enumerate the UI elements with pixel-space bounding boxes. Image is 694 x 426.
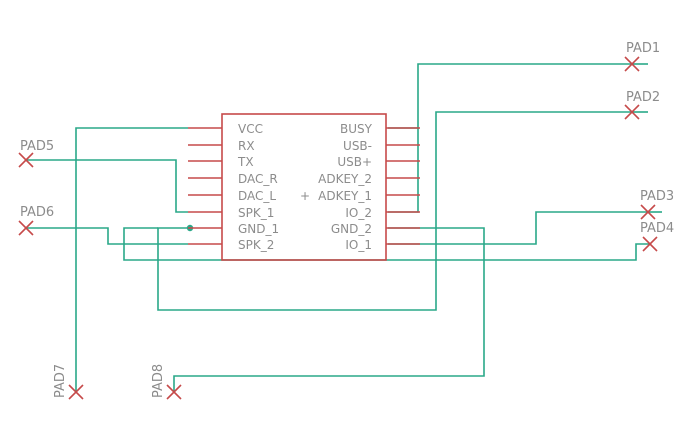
left-pin-lines [188, 127, 222, 245]
pin-label-vcc: VCC [238, 122, 263, 136]
wire-busy-pad1[interactable] [388, 63, 632, 129]
pad2-label: PAD2 [626, 90, 660, 105]
wire-gnd2-pad8[interactable] [173, 227, 485, 392]
pad6-cross-icon [18, 220, 34, 236]
pad6-label: PAD6 [20, 205, 54, 220]
pin-label-usb-plus: USB+ [337, 155, 372, 169]
pin-label-io-2: IO_2 [345, 206, 372, 220]
pin-label-tx: TX [237, 155, 254, 169]
pin-label-dac-r: DAC_R [238, 172, 278, 186]
pad7-cross-icon [68, 384, 84, 400]
pad1-label: PAD1 [626, 41, 660, 56]
pad1[interactable]: PAD1 [624, 41, 660, 72]
wire-pad6-spk2[interactable] [26, 227, 188, 245]
pin-label-spk-2: SPK_2 [238, 238, 274, 252]
chip-body[interactable] [221, 113, 387, 261]
right-pin-lines [386, 127, 420, 245]
wire-gnd1-pad2[interactable] [157, 111, 632, 311]
wire-vcc-pad7[interactable] [75, 127, 188, 392]
pin-label-adkey-1: ADKEY_1 [318, 189, 372, 203]
pad6[interactable]: PAD6 [18, 205, 54, 236]
pad4-cross-icon [642, 236, 658, 252]
pad1-cross-icon [624, 56, 640, 72]
pad8-cross-icon [166, 384, 182, 400]
pad7-label: PAD7 [53, 364, 68, 398]
pad7[interactable]: PAD7 [53, 364, 84, 400]
pad8-label: PAD8 [151, 364, 166, 398]
pad3-label: PAD3 [640, 189, 674, 204]
chip[interactable]: VCC RX TX DAC_R DAC_L SPK_1 GND_1 SPK_2 … [188, 113, 420, 261]
pad2[interactable]: PAD2 [624, 90, 660, 120]
pad3[interactable]: PAD3 [640, 189, 674, 220]
pad4-label: PAD4 [640, 221, 674, 236]
wire-io1-pad3[interactable] [388, 211, 648, 245]
pad3-cross-icon [640, 204, 656, 220]
origin-mark: + [300, 189, 310, 203]
pad5-cross-icon [18, 152, 34, 168]
pad5[interactable]: PAD5 [18, 139, 54, 168]
pad2-cross-icon [624, 104, 640, 120]
pad4[interactable]: PAD4 [640, 221, 674, 252]
pin-label-rx: RX [238, 139, 255, 153]
pin-label-spk-1: SPK_1 [238, 206, 274, 220]
pin-label-adkey-2: ADKEY_2 [318, 172, 372, 186]
pin-label-usb-minus: USB- [343, 139, 372, 153]
pad8[interactable]: PAD8 [151, 364, 182, 400]
pin-label-busy: BUSY [340, 122, 373, 136]
pin-label-gnd-1: GND_1 [238, 222, 279, 236]
wire-pad5-spk1[interactable] [26, 159, 188, 213]
pin-label-gnd-2: GND_2 [331, 222, 372, 236]
pin-label-io-1: IO_1 [345, 238, 372, 252]
pad5-label: PAD5 [20, 139, 54, 154]
wire-io2-busy[interactable] [388, 128, 419, 213]
pin-label-dac-l: DAC_L [238, 189, 276, 203]
